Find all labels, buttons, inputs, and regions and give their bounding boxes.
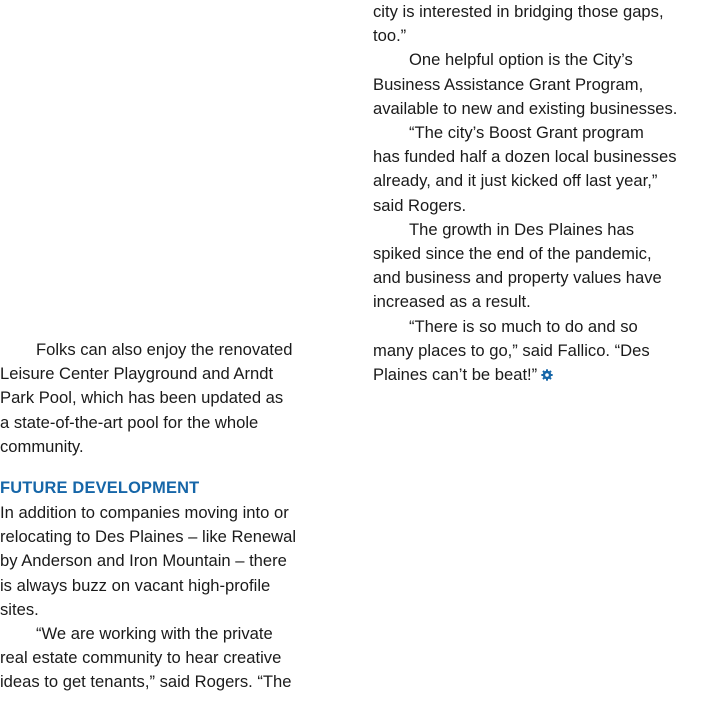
text-line: many places to go,” said Fallico. “Des bbox=[373, 340, 650, 360]
text-line-final: Plaines can’t be beat!” bbox=[373, 363, 710, 387]
text-line: In addition to companies moving into or bbox=[0, 503, 289, 523]
text-line: Park Pool, which has been updated as bbox=[0, 388, 284, 408]
text-line: One helpful option is the City’s bbox=[409, 50, 633, 70]
section-heading: FUTURE DEVELOPMENT bbox=[0, 479, 200, 498]
text-line: available to new and existing businesses… bbox=[373, 98, 678, 118]
text-line: sites. bbox=[0, 599, 39, 619]
text-line: is always buzz on vacant high-profile bbox=[0, 575, 271, 595]
paragraph-quote-continued: city is interested in bridging those gap… bbox=[373, 0, 710, 48]
left-column: Folks can also enjoy the renovated Leisu… bbox=[0, 338, 340, 695]
text-line: “We are working with the private bbox=[36, 624, 273, 644]
paragraph-quote-rogers: “We are working with the private real es… bbox=[0, 622, 340, 695]
paragraph-grant-program: One helpful option is the City’s Busines… bbox=[373, 48, 710, 121]
text-line: ideas to get tenants,” said Rogers. “The bbox=[0, 672, 292, 692]
text-line: relocating to Des Plaines – like Renewal bbox=[0, 527, 297, 547]
text-line: by Anderson and Iron Mountain – there bbox=[0, 551, 287, 571]
paragraph-quote-fallico: “There is so much to do and so many plac… bbox=[373, 315, 710, 388]
text-line: Leisure Center Playground and Arndt bbox=[0, 364, 274, 384]
text-line: spiked since the end of the pandemic, bbox=[373, 244, 652, 264]
text-line: “The city’s Boost Grant program bbox=[409, 123, 644, 143]
text-line: said Rogers. bbox=[373, 195, 467, 215]
text-line: Business Assistance Grant Program, bbox=[373, 74, 644, 94]
gear-icon bbox=[541, 364, 553, 381]
text-line: “There is so much to do and so bbox=[409, 316, 638, 336]
paragraph-amenities: Folks can also enjoy the renovated Leisu… bbox=[0, 338, 340, 459]
paragraph-boost-grant: “The city’s Boost Grant program has fund… bbox=[373, 121, 710, 218]
text-line: real estate community to hear creative bbox=[0, 648, 282, 668]
text-line-final-content: Plaines can’t be beat!” bbox=[373, 365, 538, 385]
text-line: increased as a result. bbox=[373, 292, 531, 312]
text-line: already, and it just kicked off last yea… bbox=[373, 171, 658, 191]
text-line: The growth in Des Plaines has bbox=[409, 219, 635, 239]
text-line: has funded half a dozen local businesses bbox=[373, 147, 677, 167]
paragraph-companies: In addition to companies moving into or … bbox=[0, 501, 340, 622]
text-line: a state-of-the-art pool for the whole bbox=[0, 412, 259, 432]
text-line: and business and property values have bbox=[373, 268, 662, 288]
text-line: community. bbox=[0, 436, 84, 456]
paragraph-growth: The growth in Des Plaines has spiked sin… bbox=[373, 218, 710, 315]
text-line: too.” bbox=[373, 26, 407, 46]
right-column: city is interested in bridging those gap… bbox=[373, 0, 710, 387]
text-line: Folks can also enjoy the renovated bbox=[36, 340, 293, 359]
text-line: city is interested in bridging those gap… bbox=[373, 2, 664, 21]
